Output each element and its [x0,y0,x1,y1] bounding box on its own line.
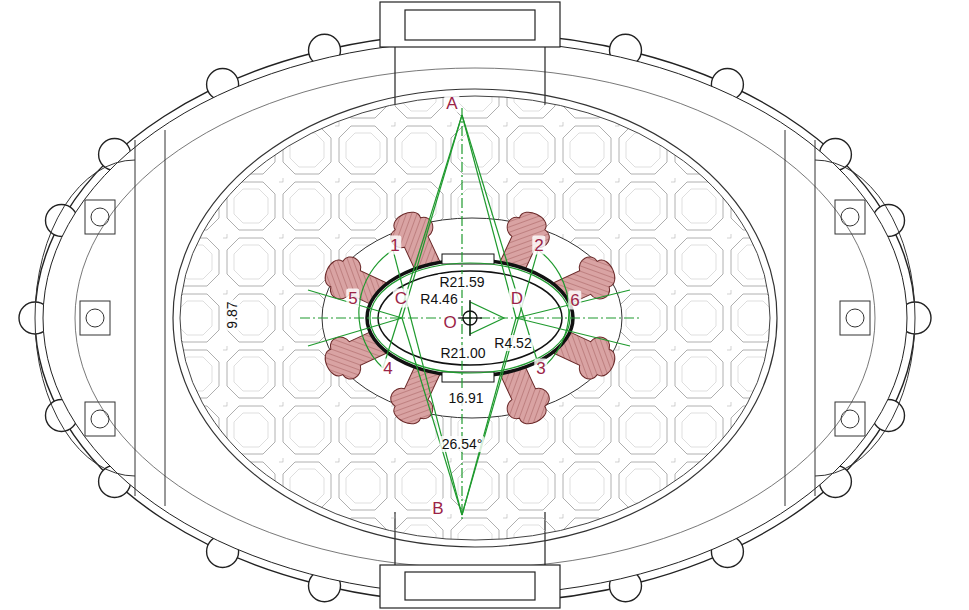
cornice-line [75,68,875,568]
coffered-dome [180,96,770,540]
center-mark [458,300,482,336]
dimension-label: 9.87 [224,299,240,330]
point-label: A [444,94,459,113]
dimension-label: R4.52 [492,335,533,351]
point-label: B [430,499,445,518]
dimension-label: R21.59 [437,274,486,290]
point-label: 1 [388,236,401,255]
point-label: 6 [568,291,581,310]
dimension-label: 16.91 [446,390,485,406]
point-label: 2 [532,236,545,255]
point-label: 4 [381,359,394,378]
construction-lines [300,108,640,520]
wall-inner-line [43,41,907,595]
dimension-label: R4.46 [418,291,459,307]
dimension-label: R21.00 [438,345,487,361]
point-label: C [393,289,409,308]
outer-wall [19,33,931,603]
point-label: O [441,313,458,332]
point-label: 3 [534,359,547,378]
dome-ring [173,89,777,547]
dimension-label: 26.54° [440,436,485,452]
point-label: D [509,289,525,308]
point-label: 5 [346,289,359,308]
